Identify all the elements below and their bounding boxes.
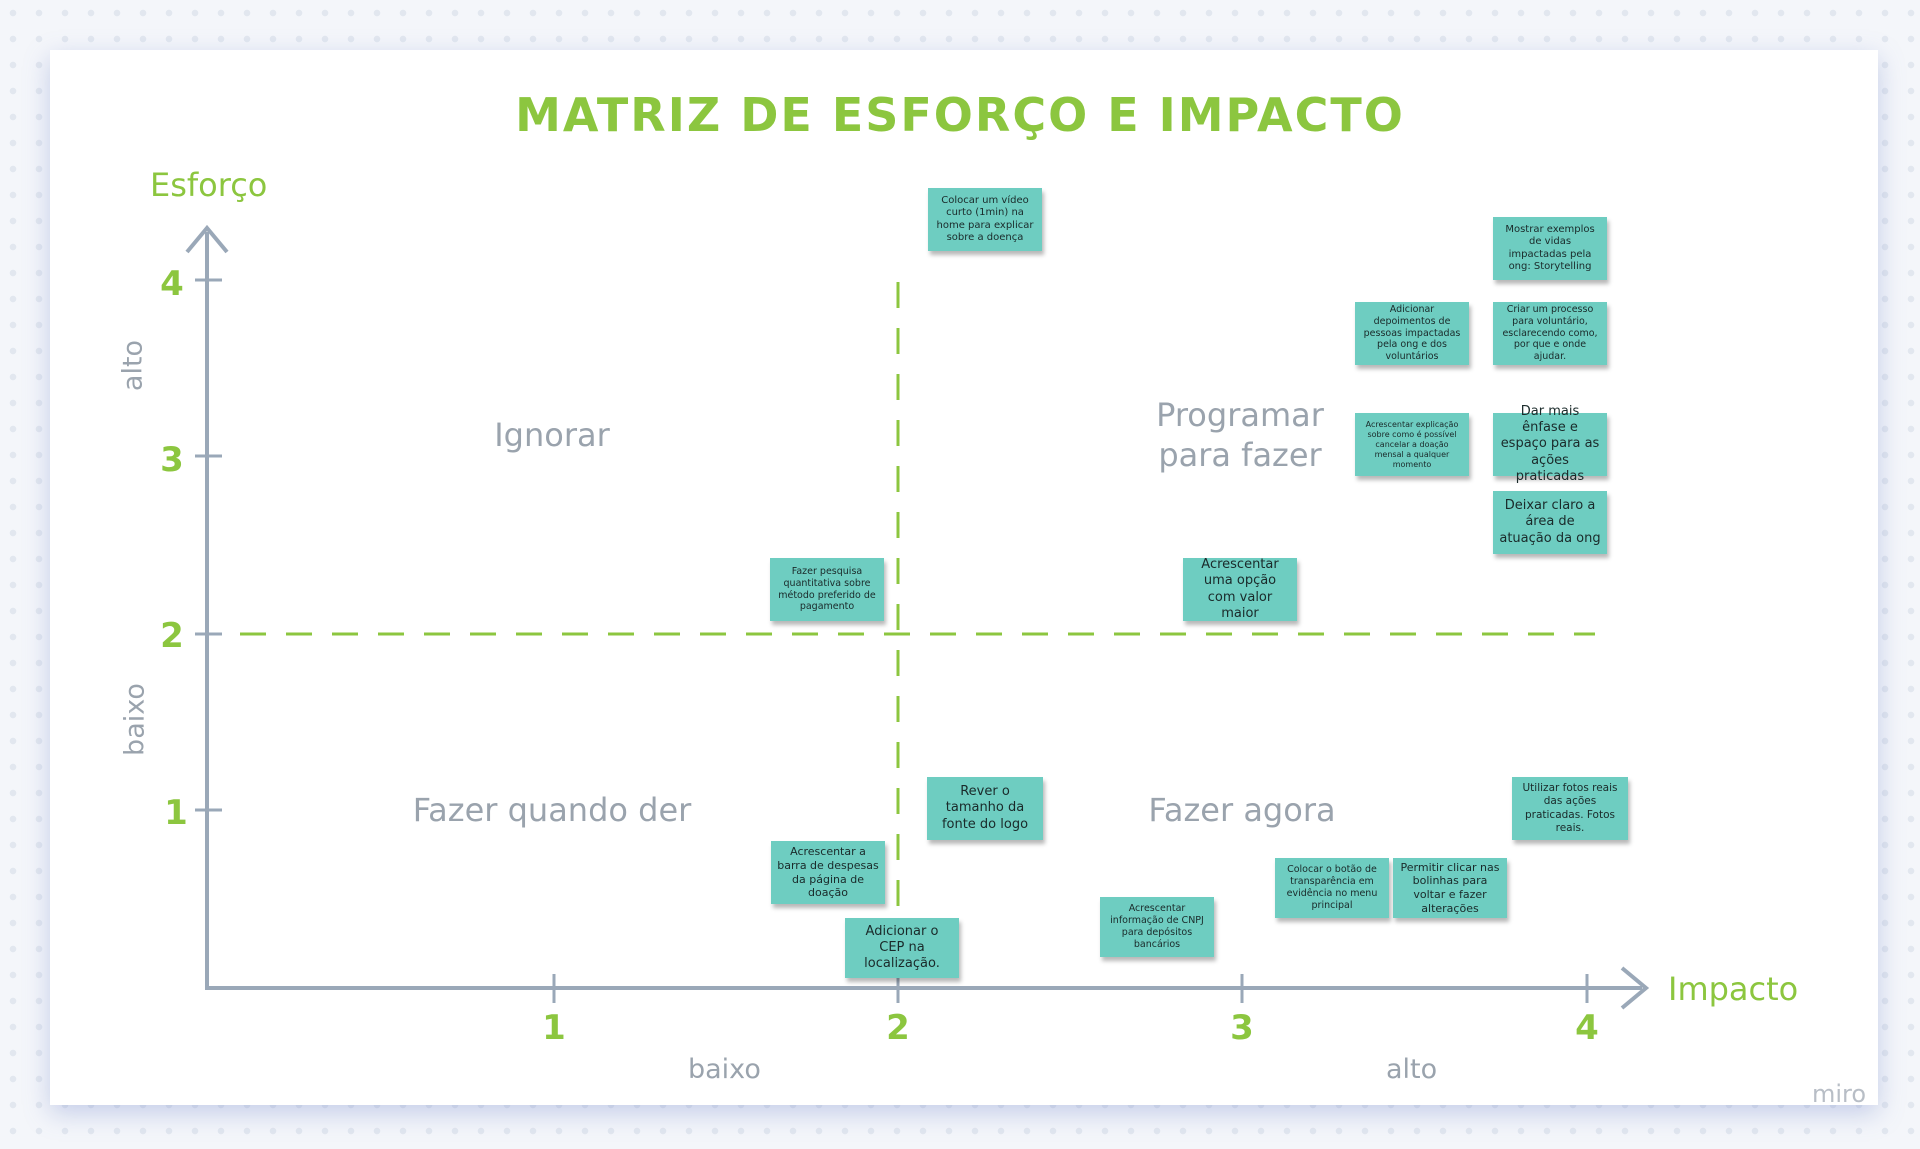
sticky-note[interactable]: Adicionar depoimentos de pessoas impacta… — [1355, 302, 1469, 365]
sticky-note[interactable]: Criar um processo para voluntário, escla… — [1493, 302, 1607, 365]
sticky-note[interactable]: Acrescentar explicação sobre como é poss… — [1355, 413, 1469, 476]
page-title: MATRIZ DE ESFORÇO E IMPACTO — [515, 88, 1405, 142]
sticky-note[interactable]: Colocar um vídeo curto (1min) na home pa… — [928, 188, 1042, 251]
x-axis-arrow — [1620, 966, 1650, 1010]
y-tick-label-1: 1 — [164, 793, 188, 833]
quadrant-top-left-label: Ignorar — [494, 416, 610, 454]
sticky-note[interactable]: Deixar claro a área de atuação da ong — [1493, 491, 1607, 554]
y-axis-arrow — [185, 224, 229, 254]
x-tick-label-1: 1 — [542, 1008, 566, 1048]
y-tick-label-2: 2 — [160, 616, 184, 656]
y-level-high: alto — [117, 339, 149, 392]
sticky-note[interactable]: Colocar o botão de transparência em evid… — [1275, 858, 1389, 918]
x-tick-label-4: 4 — [1575, 1008, 1599, 1048]
quadrant-bottom-left-label: Fazer quando der — [412, 791, 692, 829]
sticky-note[interactable]: Acrescentar a barra de despesas da págin… — [771, 841, 885, 904]
sticky-note[interactable]: Acrescentar informação de CNPJ para depó… — [1100, 897, 1214, 957]
x-tick-label-2: 2 — [886, 1008, 910, 1048]
quadrant-top-right-label: Programar para fazer — [1156, 396, 1324, 474]
x-level-low: baixo — [688, 1054, 761, 1085]
sticky-note[interactable]: Adicionar o CEP na localização. — [845, 918, 959, 978]
quadrant-bottom-right-label: Fazer agora — [1148, 791, 1336, 829]
x-axis-title: Impacto — [1668, 970, 1799, 1008]
sticky-note[interactable]: Mostrar exemplos de vidas impactadas pel… — [1493, 217, 1607, 280]
sticky-note[interactable]: Dar mais ênfase e espaço para as ações p… — [1493, 404, 1607, 484]
sticky-note[interactable]: Acrescentar uma opção com valor maior — [1183, 557, 1297, 621]
y-level-low: baixo — [119, 683, 151, 756]
sticky-note[interactable]: Utilizar fotos reais das ações praticada… — [1512, 777, 1628, 840]
miro-watermark: miro — [1812, 1080, 1867, 1108]
y-tick-label-4: 4 — [160, 264, 184, 304]
sticky-note[interactable]: Rever o tamanho da fonte do logo — [927, 777, 1043, 840]
y-axis-title: Esforço — [150, 166, 268, 204]
x-tick-label-3: 3 — [1230, 1008, 1254, 1048]
sticky-note[interactable]: Permitir clicar nas bolinhas para voltar… — [1393, 858, 1507, 918]
sticky-note[interactable]: Fazer pesquisa quantitativa sobre método… — [770, 558, 884, 621]
y-tick-label-3: 3 — [160, 440, 184, 480]
x-level-high: alto — [1386, 1054, 1438, 1085]
